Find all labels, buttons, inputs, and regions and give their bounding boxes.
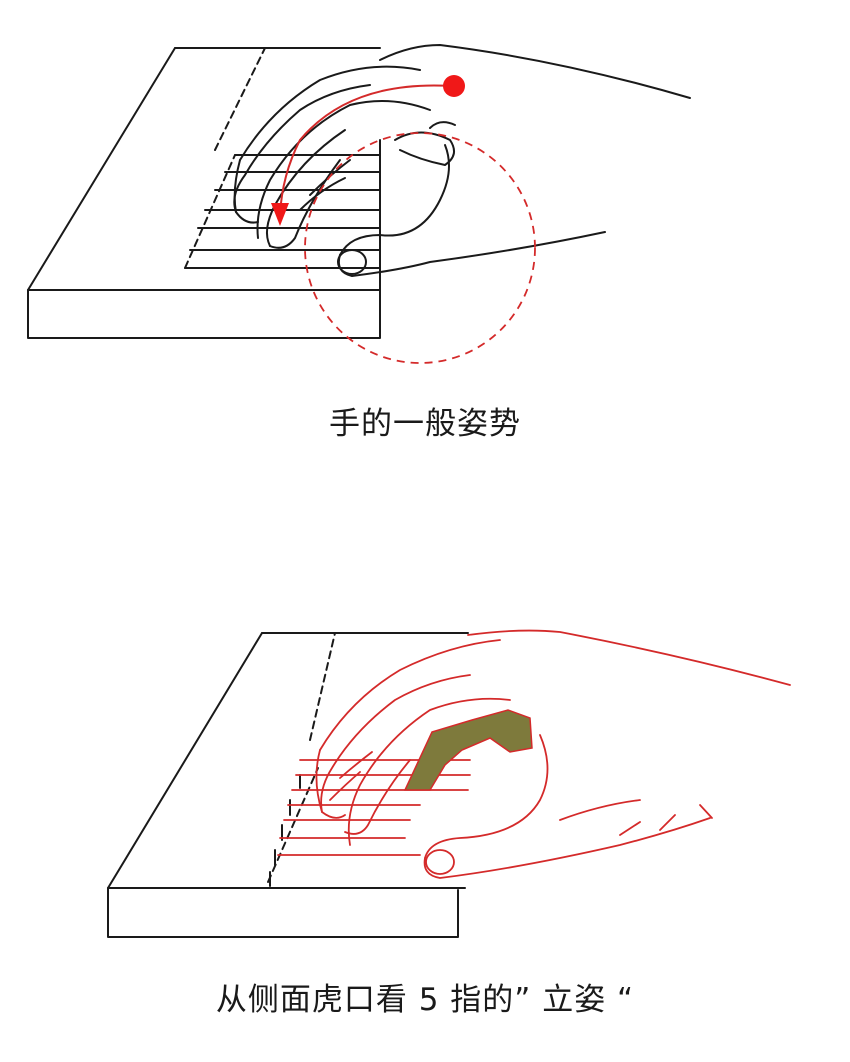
hand-posture-illustration — [27, 44, 691, 364]
arrow-head-icon — [271, 203, 289, 226]
motion-arrow-path — [279, 84, 453, 216]
hand-outline — [233, 44, 691, 277]
piano-outline — [27, 47, 381, 339]
palm-shaded-area — [403, 709, 533, 791]
start-point-icon — [443, 75, 465, 97]
figure-general-hand-posture: 手的一般姿势 — [0, 0, 850, 470]
figure-caption: 手的一般姿势 — [329, 406, 521, 442]
figure-side-view-posture: 从侧面虎口看 5 指的” 立姿 “ — [0, 600, 850, 1062]
figure-caption: 从侧面虎口看 5 指的” 立姿 “ — [215, 982, 635, 1018]
piano-outline — [107, 632, 469, 938]
hand-outline-red — [277, 629, 791, 879]
side-view-illustration — [107, 629, 791, 938]
rotation-circle — [304, 132, 536, 364]
